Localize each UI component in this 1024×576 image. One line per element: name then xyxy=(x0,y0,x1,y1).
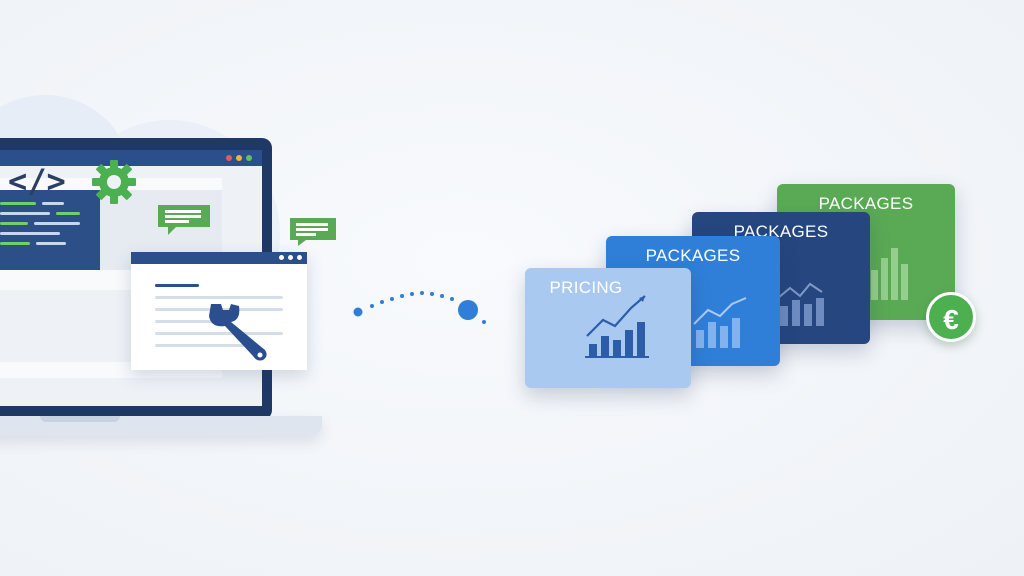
chat-bubble-icon xyxy=(158,205,210,235)
euro-icon: € xyxy=(926,292,976,342)
code-symbol-panel xyxy=(0,290,140,362)
wrench-icon xyxy=(209,304,267,361)
bar-chart-icon xyxy=(693,297,747,348)
settings-window-title-bar xyxy=(131,252,307,264)
card-title: PRICING xyxy=(549,278,623,297)
card-title: PACKAGES xyxy=(818,194,914,213)
window-dot xyxy=(236,155,242,161)
code-editor-panel xyxy=(0,190,100,270)
pricing-card: PRICING xyxy=(525,268,691,388)
bar-chart-icon xyxy=(585,295,649,358)
code-brackets-icon: </> xyxy=(8,162,66,200)
text-line xyxy=(155,344,245,347)
window-dot xyxy=(279,255,284,260)
chat-bubble-icon xyxy=(290,218,336,246)
code-line xyxy=(0,222,28,225)
text-line xyxy=(155,284,199,287)
settings-window xyxy=(131,252,307,370)
screen-title-bar xyxy=(0,150,262,166)
bar-chart-icon xyxy=(871,248,908,300)
dotted-arc-connector xyxy=(353,291,486,324)
code-line xyxy=(56,212,80,215)
code-line xyxy=(0,202,36,205)
code-line xyxy=(0,212,50,215)
window-dot xyxy=(226,155,232,161)
code-line xyxy=(0,242,30,245)
text-line xyxy=(155,320,215,323)
code-line xyxy=(36,242,66,245)
card-title: PACKAGES xyxy=(645,246,741,265)
laptop-base-notch xyxy=(40,416,120,422)
laptop-screen xyxy=(0,150,262,406)
gear-icon xyxy=(92,160,136,204)
window-dot xyxy=(246,155,252,161)
code-line xyxy=(0,232,60,235)
window-dot xyxy=(297,255,302,260)
code-line xyxy=(42,202,64,205)
text-line xyxy=(155,332,283,335)
bar-chart-icon xyxy=(777,282,824,326)
code-line xyxy=(34,222,80,225)
text-line xyxy=(155,296,283,299)
window-dot xyxy=(288,255,293,260)
